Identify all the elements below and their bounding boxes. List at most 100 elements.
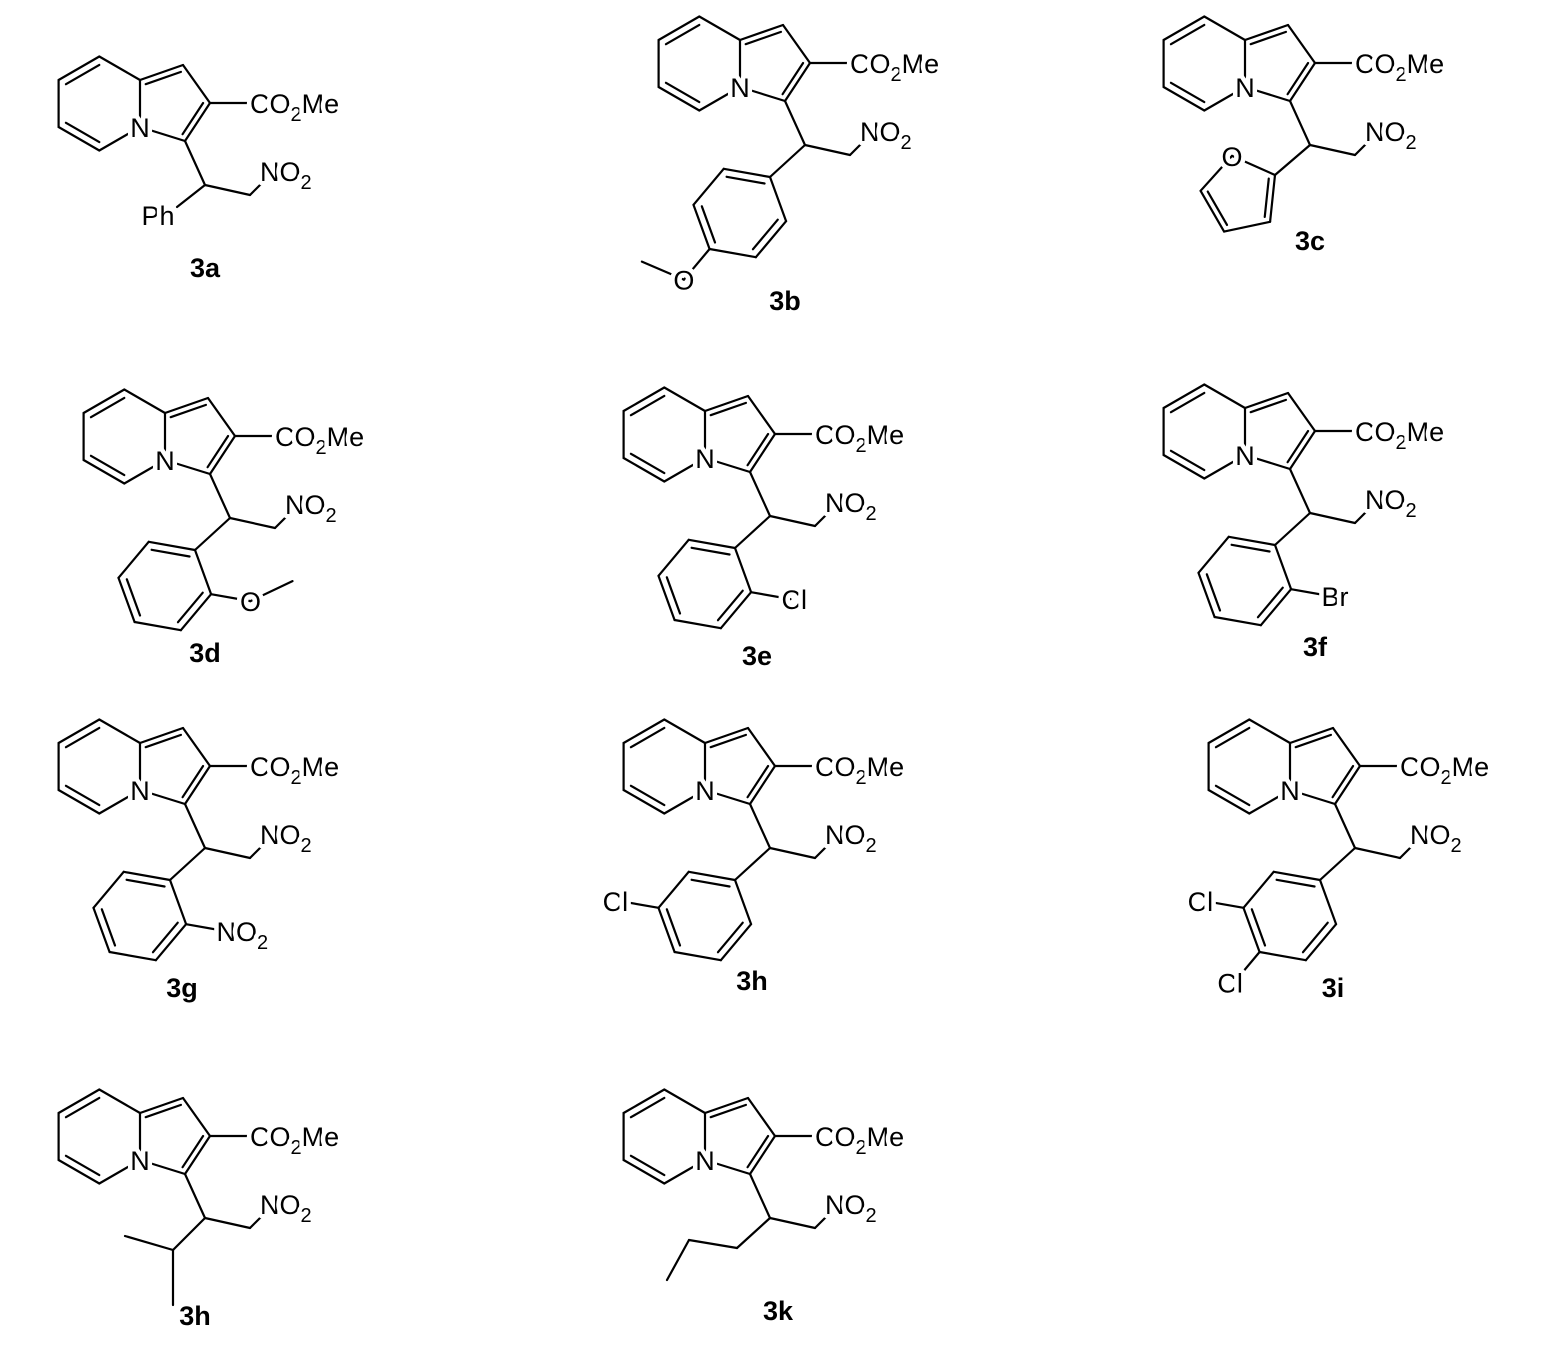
bond — [203, 846, 252, 860]
bond — [248, 838, 270, 860]
ring-bond — [748, 764, 777, 806]
double-bond — [64, 63, 101, 86]
double-bond — [629, 1154, 666, 1177]
substituent-bond — [184, 923, 227, 933]
bond — [768, 846, 817, 860]
aryl-ring-bond — [1304, 923, 1338, 962]
bond — [748, 1172, 772, 1220]
double-bond — [1249, 30, 1288, 46]
aryl-ring-bond — [687, 870, 737, 882]
aryl-ring-bond — [768, 175, 788, 223]
nitro-group-label: NO2 — [285, 490, 337, 527]
aryl-ring-bond — [1259, 588, 1293, 627]
nitro-group-label: NO2 — [260, 1190, 312, 1227]
double-bond — [181, 101, 205, 136]
double-bond — [781, 61, 805, 96]
double-bond — [1294, 733, 1333, 749]
aryl-nitro-label: NO2 — [216, 917, 268, 954]
ring-bond — [98, 125, 142, 152]
substituent-bond — [1203, 899, 1245, 909]
ring-bond — [1203, 383, 1247, 410]
bond — [813, 838, 835, 860]
bond — [733, 846, 772, 882]
bond — [783, 99, 807, 147]
ester-group-label: CO2Me — [250, 1122, 339, 1159]
aryl-ring-bond — [657, 870, 690, 909]
aryl-ring-bond — [122, 870, 172, 882]
ring-nitrogen-label: N — [730, 73, 750, 103]
ring-bond — [703, 394, 750, 413]
ring-bond — [698, 85, 742, 112]
ring-nitrogen-label: N — [695, 1146, 715, 1176]
aryl-ring-bond — [179, 593, 213, 632]
bond — [203, 1216, 252, 1230]
bond — [1288, 99, 1312, 147]
bond — [768, 1216, 817, 1230]
double-bond — [64, 1154, 101, 1177]
furan-ring-bond — [1222, 220, 1272, 233]
ring-bond — [1288, 788, 1337, 806]
compound-label-3b: 3b — [769, 286, 801, 316]
bond — [183, 1172, 207, 1220]
ring-nitrogen-label: N — [130, 1146, 150, 1176]
ring-bond — [1286, 23, 1317, 65]
ring-bond — [1207, 788, 1251, 815]
double-bond — [744, 30, 783, 46]
ring-nitrogen-label: N — [695, 444, 715, 474]
aryl-ring-bond — [657, 574, 676, 622]
double-bond — [690, 878, 731, 888]
nitro-group-label: NO2 — [260, 820, 312, 857]
ring-bond — [703, 726, 750, 745]
compound-label-3i: 3i — [1322, 973, 1345, 1003]
double-bond — [64, 784, 101, 807]
ring-bond — [781, 23, 812, 65]
ring-bond — [163, 396, 210, 415]
ring-bond — [1333, 764, 1362, 806]
bond — [175, 183, 207, 209]
double-bond — [1286, 61, 1310, 96]
nitro-group-label: NO2 — [825, 488, 877, 525]
double-bond — [1206, 190, 1229, 227]
compound-label-3g: 3g — [166, 973, 198, 1003]
nitro-group-label: NO2 — [860, 117, 912, 154]
compound-label-3c: 3c — [1295, 226, 1325, 256]
double-bond — [1169, 81, 1206, 104]
aryl-ring-bond — [673, 618, 722, 630]
ring-bond — [123, 388, 167, 415]
double-bond — [1230, 543, 1271, 553]
ring-bond — [82, 388, 126, 415]
ester-group-label: CO2Me — [1355, 417, 1444, 454]
double-bond — [144, 1103, 183, 1119]
aryl-ring-bond — [1318, 878, 1338, 926]
bromo-label: Br — [1321, 582, 1348, 612]
ring-bond — [657, 15, 701, 42]
ring-bond — [98, 55, 142, 82]
ring-nitrogen-label: N — [1280, 776, 1300, 806]
aryl-ring-bond — [117, 540, 150, 579]
double-bond — [181, 1134, 205, 1169]
ring-bond — [698, 15, 742, 42]
double-bond — [1263, 177, 1270, 219]
aryl-ring-bond — [154, 923, 188, 962]
bond — [1353, 846, 1402, 860]
ring-bond — [622, 718, 666, 745]
double-bond — [700, 205, 717, 244]
double-bond — [709, 733, 748, 749]
aryl-ring-bond — [1197, 571, 1216, 619]
double-bond — [629, 784, 666, 807]
aryl-ring-bond — [719, 923, 753, 962]
ring-bond — [57, 1158, 101, 1185]
nitro-group-label: NO2 — [1410, 820, 1462, 857]
double-bond — [709, 401, 748, 417]
ring-nitrogen-label: N — [155, 446, 175, 476]
double-bond — [629, 726, 666, 749]
aryl-ring-bond — [1242, 870, 1275, 909]
ring-bond — [1162, 15, 1206, 42]
aryl-ring-bond — [1258, 950, 1307, 962]
ring-bond — [1203, 85, 1247, 112]
ring-bond — [57, 788, 101, 815]
aryl-ring-bond — [719, 591, 753, 630]
aryl-ring-bond — [687, 538, 737, 550]
double-bond — [664, 23, 701, 46]
ring-bond — [657, 85, 701, 112]
